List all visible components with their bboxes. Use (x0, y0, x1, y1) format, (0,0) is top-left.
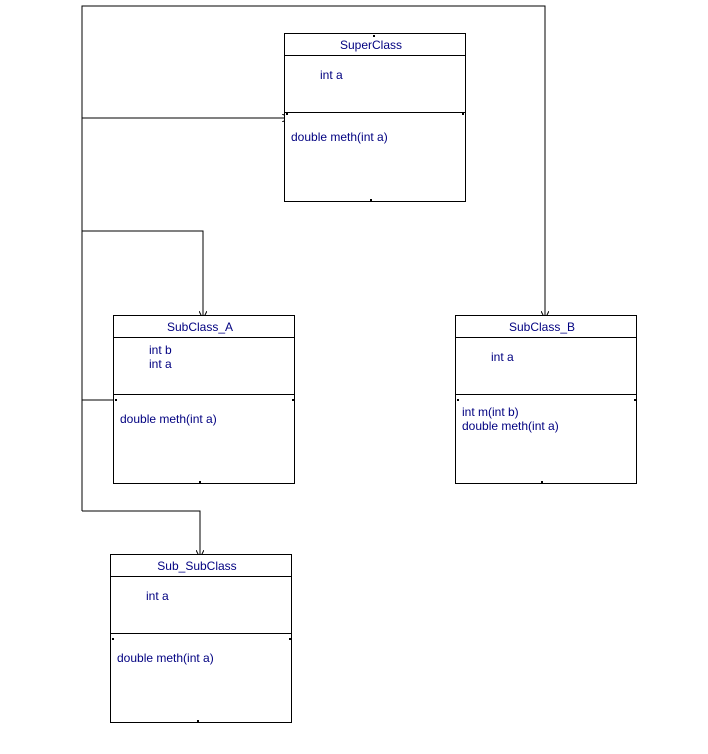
method: double meth(int a) (120, 412, 217, 426)
class-name: SubClass_B (509, 320, 575, 334)
connector-to-sub-subclass (82, 510, 200, 557)
attribute: int a (146, 589, 169, 603)
anchor-dot (370, 199, 372, 201)
anchor-dot (286, 113, 288, 115)
connectors (81, 5, 545, 557)
class-box-subclass-b[interactable]: SubClass_B int a int m(int b) double met… (455, 315, 637, 484)
class-name: SuperClass (340, 38, 402, 52)
class-name: Sub_SubClass (157, 559, 236, 573)
connector-to-subclass-a (82, 230, 203, 318)
class-box-superclass[interactable]: SuperClass int a double meth(int a) (284, 33, 466, 202)
class-box-sub-subclass[interactable]: Sub_SubClass int a double meth(int a) (110, 554, 292, 723)
class-name: SubClass_A (167, 320, 233, 334)
class-box-frame (113, 315, 295, 484)
attribute: int b (149, 343, 172, 357)
class-box-frame (284, 33, 466, 202)
anchor-dot (197, 720, 199, 722)
anchor-dot (634, 399, 636, 401)
anchor-dot (289, 638, 291, 640)
method: double meth(int a) (462, 419, 559, 433)
class-box-frame (455, 315, 637, 484)
anchor-dot (199, 481, 201, 483)
anchor-dot (457, 399, 459, 401)
attribute: int a (320, 68, 343, 82)
class-box-frame (110, 554, 292, 723)
anchor-dot (373, 35, 375, 37)
class-box-subclass-a[interactable]: SubClass_A int b int a double meth(int a… (113, 315, 295, 484)
trunk-line (81, 5, 545, 318)
anchor-dot (541, 481, 543, 483)
anchor-dot (115, 399, 117, 401)
anchor-dot (112, 638, 114, 640)
method: double meth(int a) (117, 651, 214, 665)
attribute: int a (491, 350, 514, 364)
method: double meth(int a) (291, 130, 388, 144)
method: int m(int b) (462, 405, 519, 419)
anchor-dot (462, 113, 464, 115)
attribute: int a (149, 357, 172, 371)
anchor-dot (292, 399, 294, 401)
